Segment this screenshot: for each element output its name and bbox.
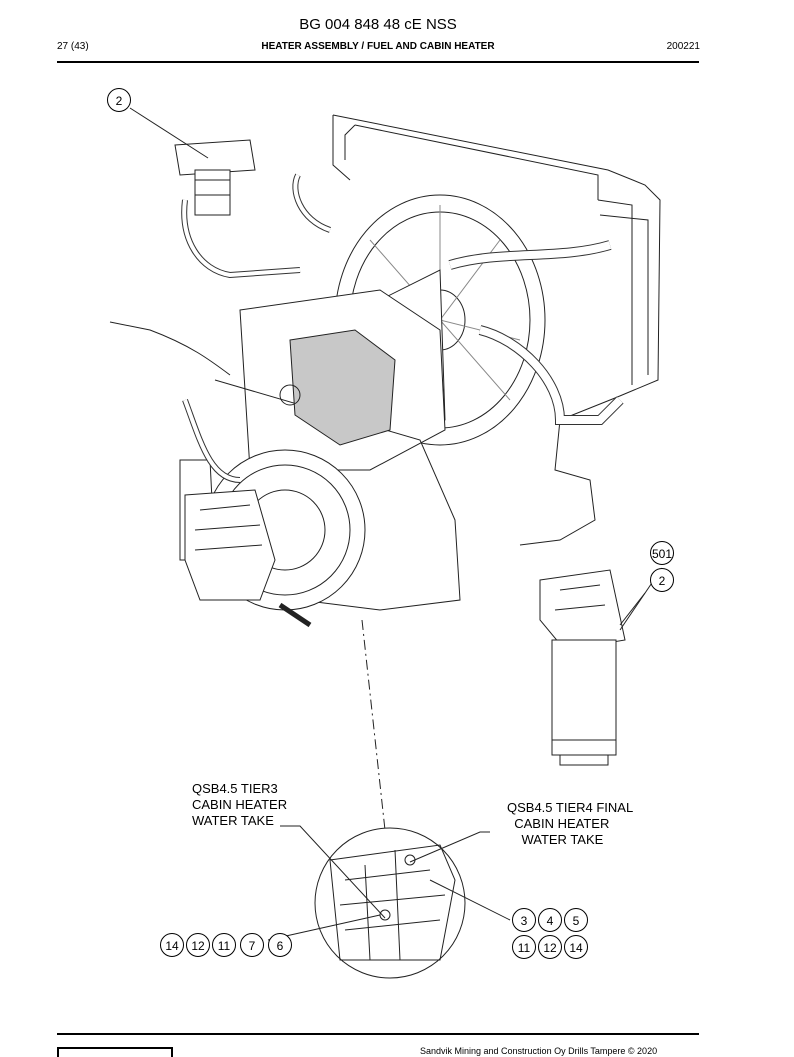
item-bubble: 4 bbox=[538, 908, 562, 932]
page-number: 27 (43) bbox=[57, 41, 89, 52]
header-rule bbox=[57, 61, 699, 63]
item-bubble: 14 bbox=[564, 935, 588, 959]
item-bubble: 5 bbox=[564, 908, 588, 932]
item-bubble: 11 bbox=[512, 935, 536, 959]
item-bubble: 2 bbox=[107, 88, 131, 112]
brand-logo bbox=[57, 1047, 173, 1057]
revision-code: 200221 bbox=[666, 41, 700, 52]
item-bubble: 12 bbox=[538, 935, 562, 959]
item-bubble: 2 bbox=[650, 568, 674, 592]
item-bubble: 6 bbox=[268, 933, 292, 957]
section-title: HEATER ASSEMBLY / FUEL AND CABIN HEATER bbox=[261, 41, 495, 52]
item-bubble: 11 bbox=[212, 933, 236, 957]
document-id: BG 004 848 48 cE NSS bbox=[299, 16, 457, 33]
item-bubble: 501 bbox=[650, 541, 674, 565]
footer-rule bbox=[57, 1033, 699, 1035]
tier4-callout: QSB4.5 TIER4 FINAL CABIN HEATER WATER TA… bbox=[507, 800, 634, 847]
item-bubble: 14 bbox=[160, 933, 184, 957]
footer-copyright: Sandvik Mining and Construction Oy Drill… bbox=[420, 1046, 658, 1056]
item-bubble: 12 bbox=[186, 933, 210, 957]
tier3-callout: QSB4.5 TIER3 CABIN HEATER WATER TAKE bbox=[192, 781, 288, 828]
item-bubble: 3 bbox=[512, 908, 536, 932]
item-bubble: 7 bbox=[240, 933, 264, 957]
